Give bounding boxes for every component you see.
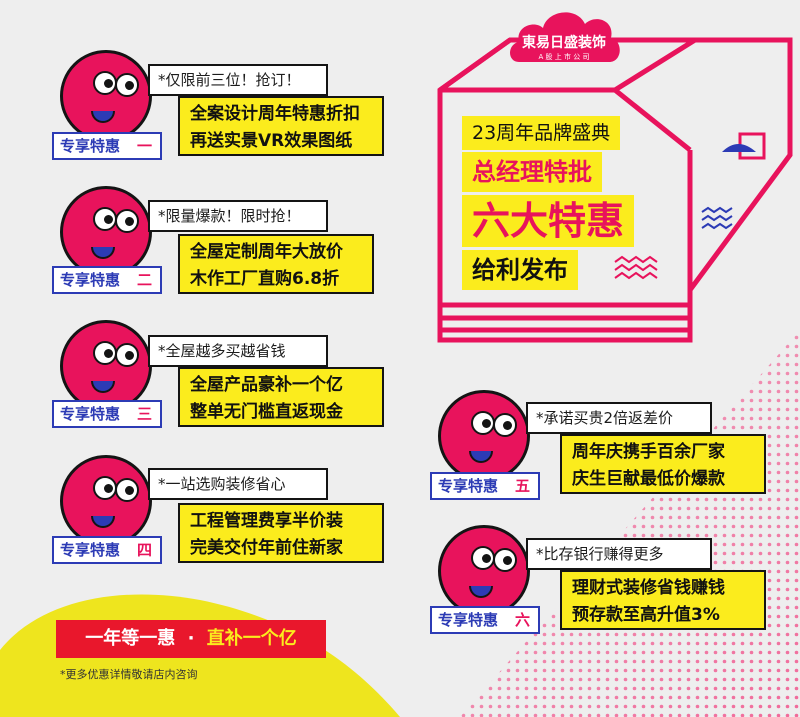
offer-2-tag: 专享特惠二 [52,266,162,294]
mascot-pupil [482,554,491,563]
offer-5-mascot [438,390,530,482]
offer-1-mascot [60,50,152,142]
offer-3-note: *全屋越多买越省钱 [148,335,328,367]
offer-3-mascot [60,320,152,412]
mascot-pupil [125,486,134,495]
mascot-eye [93,476,117,500]
offer-1-note: *仅限前三位！抢订！ [148,64,328,96]
offer-6-mascot [438,525,530,617]
mascot-pupil [104,349,113,358]
headline-gm-approval: 总经理特批 [462,152,602,192]
headline-six-offers: 六大特惠 [462,195,635,247]
offer-6-tag: 专享特惠六 [430,606,540,634]
offer-2-note: *限量爆款！限时抢！ [148,200,328,232]
subsidy-banner: 一年等一惠 · 直补一个亿 [56,620,326,658]
mascot-pupil [503,421,512,430]
mascot-eye [493,413,517,437]
mascot-eye [93,207,117,231]
mascot-pupil [503,556,512,565]
mascot-eye [93,71,117,95]
headline-anniversary: 23周年品牌盛典 [462,116,621,150]
mascot-mouth [91,381,115,393]
mascot-eye [471,411,495,435]
mascot-eye [93,341,117,365]
mascot-pupil [482,419,491,428]
mascot-mouth [91,111,115,123]
mascot-mouth [91,516,115,528]
offer-1-tag: 专享特惠一 [52,132,162,160]
offer-4-card: 工程管理费享半价装 完美交付年前住新家 [178,503,384,563]
mascot-eye [115,209,139,233]
mascot-mouth [91,247,115,259]
mascot-pupil [104,484,113,493]
brand-name: 東易日盛装饰 [522,35,606,51]
cloud-icon [510,12,620,62]
mascot-eye [493,548,517,572]
footnote: *更多优惠详情敬请店内咨询 [60,668,198,681]
mascot-pupil [125,351,134,360]
mascot-mouth [469,451,493,463]
offer-5-tag: 专享特惠五 [430,472,540,500]
offer-5-card: 周年庆携手百余厂家 庆生巨献最低价爆款 [560,434,766,494]
offer-6-note: *比存银行赚得更多 [526,538,712,570]
offer-4-mascot [60,455,152,547]
offer-3-tag: 专享特惠三 [52,400,162,428]
brand-subtitle: A 股 上 市 公 司 [538,53,590,61]
offer-2-mascot [60,186,152,278]
blue-hill-accent [722,144,756,152]
offer-3-card: 全屋产品豪补一个亿 整单无门槛直返现金 [178,367,384,427]
mascot-pupil [104,79,113,88]
offer-2-card: 全屋定制周年大放价 木作工厂直购6.8折 [178,234,374,294]
offer-6-card: 理财式装修省钱赚钱 预存款至高升值3% [560,570,766,630]
mascot-eye [471,546,495,570]
offer-1-card: 全案设计周年特惠折扣 再送实景VR效果图纸 [178,96,384,156]
headline-release: 给利发布 [462,250,578,290]
mascot-pupil [125,217,134,226]
mascot-pupil [125,81,134,90]
mascot-mouth [469,586,493,598]
mascot-eye [115,343,139,367]
mascot-eye [115,478,139,502]
mascot-eye [115,73,139,97]
offer-4-tag: 专享特惠四 [52,536,162,564]
offer-4-note: *一站选购装修省心 [148,468,328,500]
brand-logo: 東易日盛装饰 A 股 上 市 公 司 [505,2,623,70]
mascot-pupil [104,215,113,224]
offer-5-note: *承诺买贵2倍返差价 [526,402,712,434]
